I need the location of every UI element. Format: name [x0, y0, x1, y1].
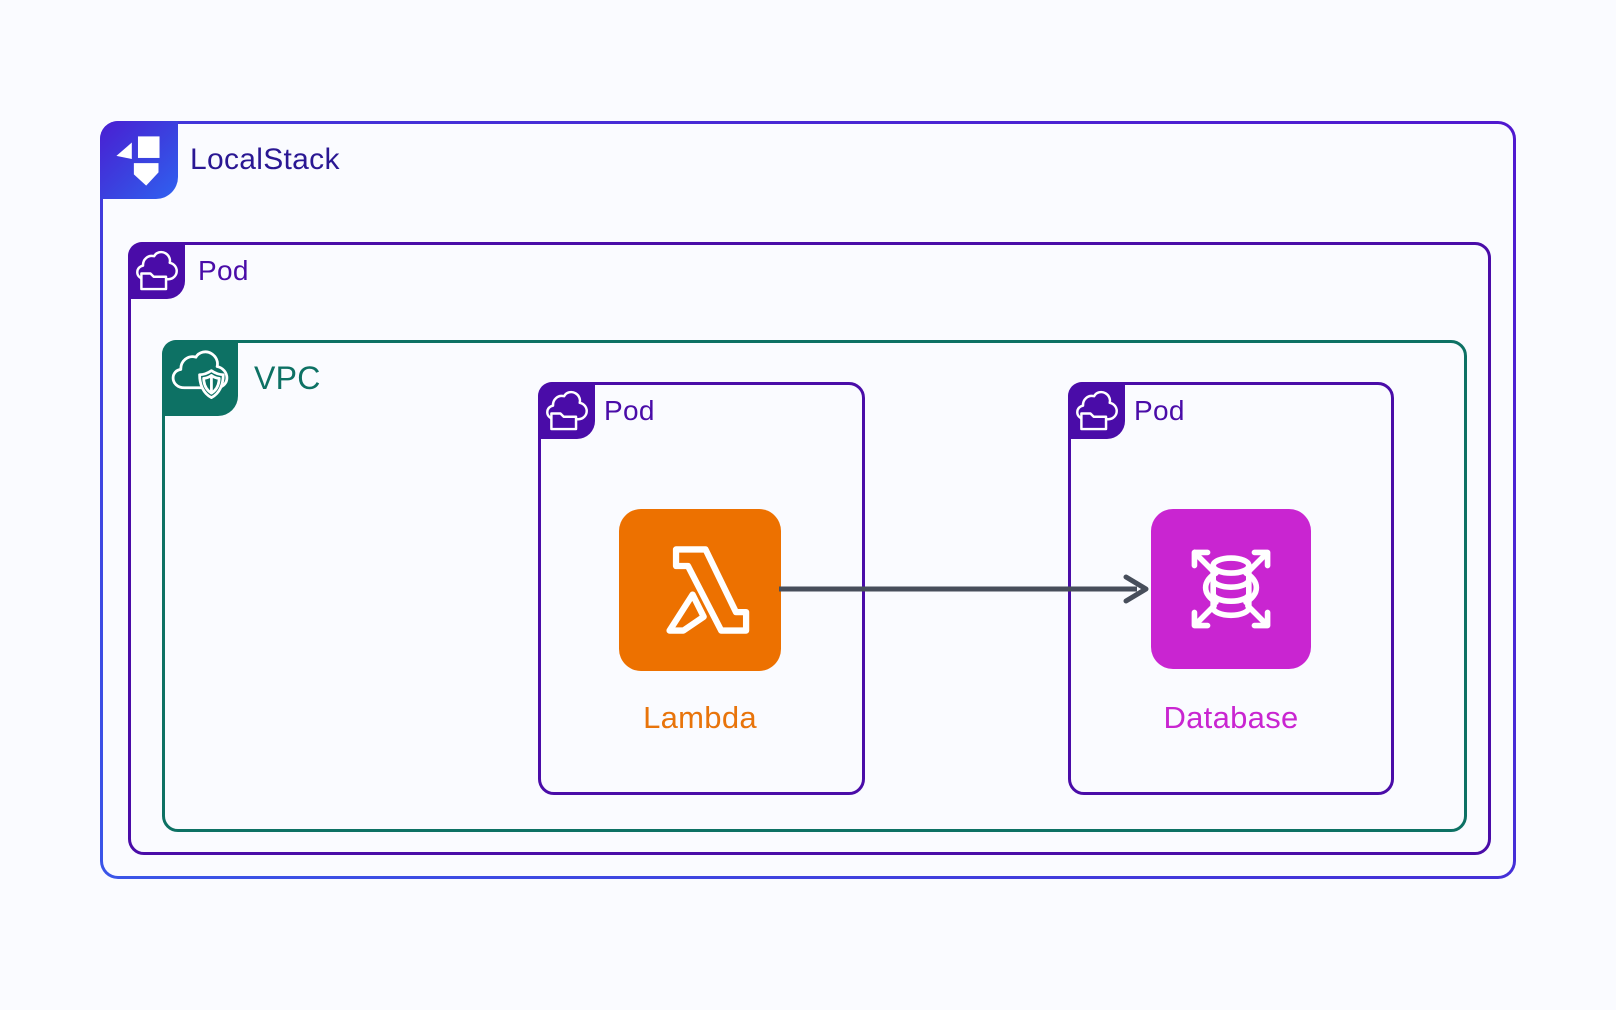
database-icon [1151, 509, 1311, 669]
cloud-folder-icon [1068, 382, 1125, 439]
lambda-icon [619, 509, 781, 671]
localstack-logo-icon [100, 121, 178, 199]
pod-outer-container [128, 242, 1491, 855]
pod-outer-title: Pod [198, 254, 249, 286]
lambda-to-database-arrow [779, 574, 1149, 604]
cloud-shield-icon [162, 340, 238, 416]
database-title: Database [1163, 700, 1299, 735]
cloud-folder-icon [538, 382, 595, 439]
localstack-container [100, 121, 1516, 879]
localstack-title: LocalStack [190, 143, 340, 176]
pod-database-title: Pod [1134, 394, 1185, 426]
lambda-title: Lambda [643, 700, 757, 735]
pod-lambda-title: Pod [604, 394, 655, 426]
vpc-container [162, 340, 1467, 832]
cloud-folder-icon [128, 242, 185, 299]
localstack-container-fill [103, 124, 1513, 876]
vpc-title: VPC [254, 359, 321, 396]
